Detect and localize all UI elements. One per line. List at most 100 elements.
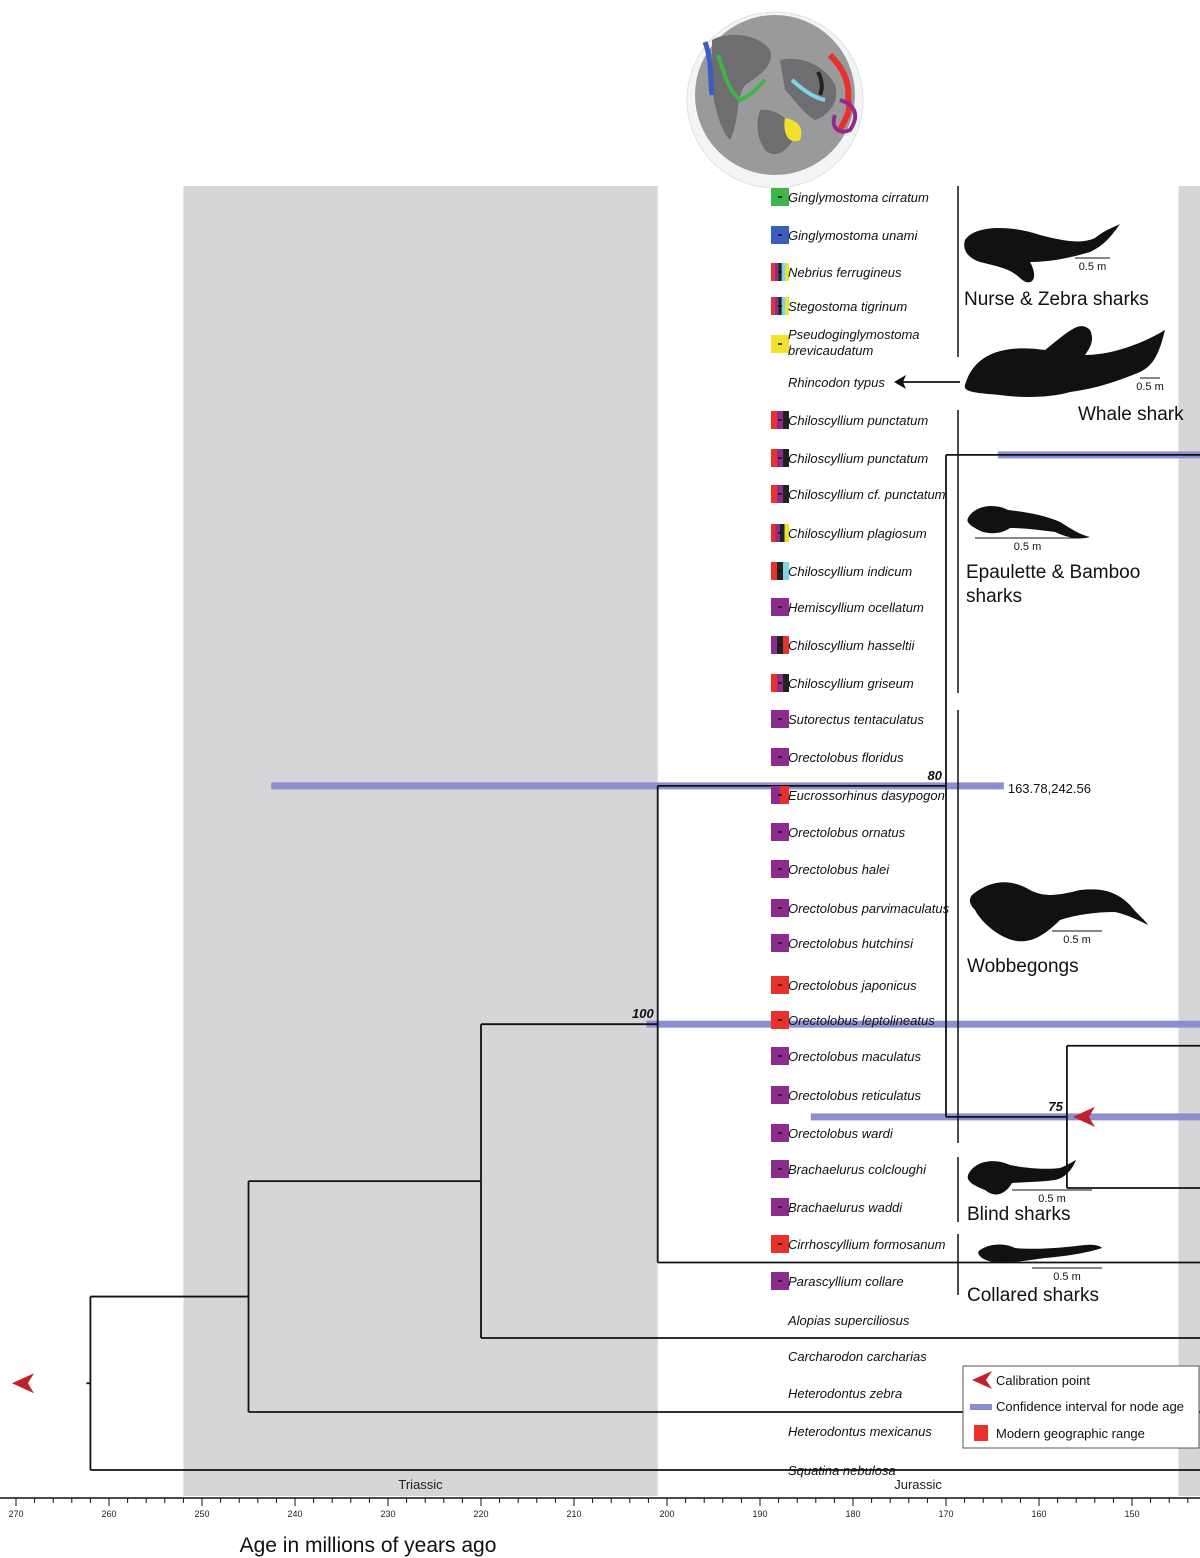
taxon-bco: Brachaelurus colcloughi [788, 1162, 927, 1177]
range-sti-4 [785, 297, 789, 315]
taxon-opa: Orectolobus parvimaculatus [788, 901, 950, 916]
axis-tick-label-250: 250 [194, 1509, 209, 1519]
range-cpu2-0 [771, 449, 777, 467]
range-ccf-2 [783, 485, 789, 503]
axis-tick-label-200: 200 [659, 1509, 674, 1519]
legend-ci-icon [970, 1404, 992, 1410]
axis-tick-label-150: 150 [1124, 1509, 1139, 1519]
time-axis: 2702602502402302202102001901801701601501… [0, 1497, 1200, 1557]
axis-tick-label-220: 220 [473, 1509, 488, 1519]
taxon-pco: Parascyllium collare [788, 1274, 904, 1289]
taxon-nfe: Nebrius ferrugineus [788, 265, 902, 280]
taxon-oha: Orectolobus halei [788, 862, 890, 877]
range-sti-3 [781, 297, 786, 315]
range-cpu2-2 [783, 449, 789, 467]
axis-tick-label-270: 270 [8, 1509, 23, 1519]
globe-map-icon [686, 11, 864, 189]
taxon-cfo: Cirrhoscyllium formosanum [788, 1237, 946, 1252]
range-cpl-3 [784, 524, 789, 542]
support-n_80: 80 [928, 768, 943, 783]
ci-label-n_80: 163.78,242.56 [1008, 781, 1091, 796]
group-label-whale-0: Whale shark [1078, 404, 1184, 425]
taxon-ccf: Chiloscyllium cf. punctatum [788, 487, 946, 502]
taxon-owa: Orectolobus wardi [788, 1126, 894, 1141]
legend-calibration-icon [972, 1371, 992, 1389]
range-cpl-2 [780, 524, 785, 542]
axis-tick-label-240: 240 [287, 1509, 302, 1519]
legend-calibration-label: Calibration point [996, 1373, 1090, 1388]
taxon-cpu2: Chiloscyllium punctatum [788, 451, 928, 466]
axis-tick-label-190: 190 [752, 1509, 767, 1519]
range-eda-1 [780, 786, 789, 804]
taxon-cgr: Chiloscyllium griseum [788, 676, 914, 691]
axis-title: Age in millions of years ago [240, 1534, 497, 1557]
taxon-eda: Eucrossorhinus dasypogon [788, 788, 945, 803]
period-band-triassic [183, 186, 658, 1496]
group-label-epaulette-0: Epaulette & Bamboo [966, 562, 1140, 583]
range-nfe-4 [785, 263, 789, 281]
range-cgr-0 [771, 674, 777, 692]
collared-shark-silhouette-icon [978, 1244, 1102, 1263]
range-sti-1 [774, 297, 779, 315]
group-label-nurse-0: Nurse & Zebra sharks [964, 289, 1149, 310]
range-cin-2 [783, 562, 789, 580]
taxon-cpl: Chiloscyllium plagiosum [788, 526, 927, 541]
taxon-cin: Chiloscyllium indicum [788, 564, 912, 579]
calibration-markers [12, 1106, 1095, 1394]
scale-collared-label: 0.5 m [1053, 1271, 1081, 1283]
range-cha-0 [771, 636, 777, 654]
scale-blind-label: 0.5 m [1038, 1193, 1066, 1205]
taxon-ore: Orectolobus reticulatus [788, 1088, 921, 1103]
wobbegong-silhouette-icon [969, 882, 1148, 942]
whale-arrowhead [894, 375, 906, 389]
range-cpu1-2 [783, 411, 789, 429]
support-n_75: 75 [1048, 1099, 1063, 1114]
taxon-gci: Ginglymostoma cirratum [788, 190, 929, 205]
range-cha-2 [783, 636, 789, 654]
group-label-wobbegong-0: Wobbegongs [967, 956, 1079, 977]
blind-shark-silhouette-icon [967, 1160, 1076, 1195]
epaulette-shark-silhouette-icon [967, 506, 1090, 539]
range-ccf-0 [771, 485, 777, 503]
range-nfe-3 [781, 263, 786, 281]
taxon-cca: Carcharodon carcharias [788, 1349, 927, 1364]
support-n_root_ors: 100 [632, 1006, 654, 1021]
taxon-pbr-line1: Pseudoginglymostoma [788, 327, 920, 342]
range-cgr-2 [783, 674, 789, 692]
taxon-asu: Alopias superciliosus [787, 1313, 910, 1328]
taxon-pbr-line2: brevicaudatum [788, 343, 873, 358]
taxon-cpu1: Chiloscyllium punctatum [788, 413, 928, 428]
calibration-point-n_root [12, 1373, 34, 1394]
legend-range-icon [974, 1425, 988, 1441]
whale-shark-silhouette-icon [964, 326, 1165, 397]
taxon-hze: Heterodontus zebra [788, 1386, 902, 1401]
node-labels: 1.41,9.0610022.17,66.269971.58,104.46100… [632, 768, 1091, 1114]
legend-ci-label: Confidence interval for node age [996, 1399, 1184, 1414]
axis-tick-label-260: 260 [101, 1509, 116, 1519]
range-nfe-0 [771, 263, 775, 281]
range-nfe-1 [774, 263, 779, 281]
scale-nurse-label: 0.5 m [1079, 261, 1107, 273]
group-label-epaulette-1: sharks [966, 586, 1022, 607]
period-label-jurassic: Jurassic [894, 1477, 942, 1492]
taxon-hoc: Hemiscyllium ocellatum [788, 600, 924, 615]
axis-tick-label-180: 180 [845, 1509, 860, 1519]
taxon-hme: Heterodontus mexicanus [788, 1424, 932, 1439]
taxon-oma: Orectolobus maculatus [788, 1049, 921, 1064]
scale-epaulette-label: 0.5 m [1014, 541, 1042, 553]
ci-bar-n_root_ors [646, 1020, 1200, 1028]
scale-whale-label: 0.5 m [1136, 381, 1164, 393]
taxon-oja: Orectolobus japonicus [788, 978, 917, 993]
range-sti-0 [771, 297, 775, 315]
ci-bar-n_80 [271, 782, 1004, 790]
legend-range-label: Modern geographic range [996, 1426, 1145, 1441]
clade-groups: 0.5 m Nurse & Zebra sharks 0.5 m Whale shar… [957, 186, 1184, 1306]
range-cin-0 [771, 562, 777, 580]
period-band-cretaceous [1178, 186, 1200, 1496]
calibration-point-n_75 [1072, 1106, 1095, 1127]
taxon-ste: Sutorectus tentaculatus [788, 712, 924, 727]
tree-branches [86, 454, 1200, 1471]
